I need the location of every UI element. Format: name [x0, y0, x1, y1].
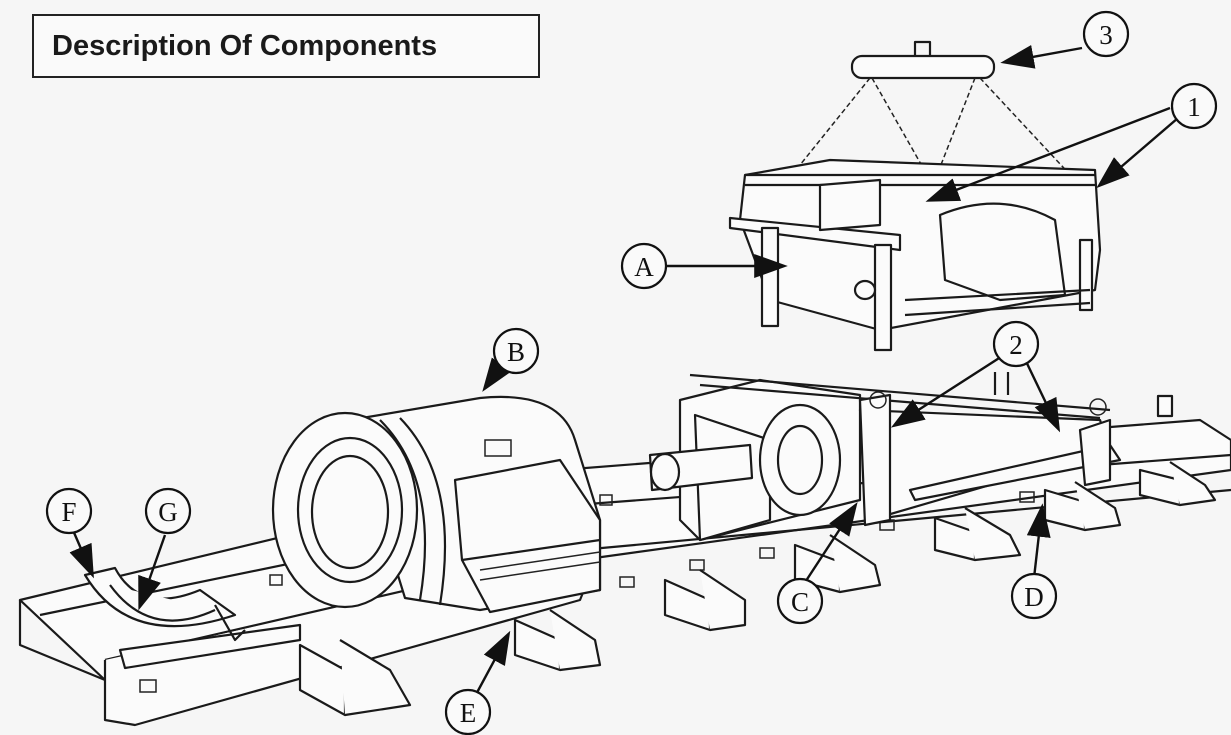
callout-c: C	[776, 577, 824, 625]
callout-e: E	[444, 688, 492, 735]
callout-2: 2	[992, 320, 1040, 368]
callout-b-label: B	[507, 337, 525, 367]
callout-1: 1	[1170, 82, 1218, 130]
lifting-unit-a	[728, 40, 1102, 352]
callout-c-label: C	[791, 587, 809, 617]
callout-1-label: 1	[1187, 92, 1201, 122]
page-title: Description Of Components	[52, 29, 438, 62]
callout-b: B	[492, 327, 540, 375]
callout-f-label: F	[61, 497, 76, 527]
callout-3: 3	[1082, 10, 1130, 58]
title-box: Description Of Components	[32, 14, 540, 78]
cradle-fg	[83, 566, 302, 670]
stand-frame-cd	[648, 372, 1174, 542]
callout-d-label: D	[1024, 582, 1044, 612]
callout-g-label: G	[158, 497, 178, 527]
callout-g: G	[144, 487, 192, 535]
callout-a: A	[620, 242, 668, 290]
callout-e-label: E	[460, 698, 477, 728]
leader-arrows	[69, 45, 1179, 701]
callout-d: D	[1010, 572, 1058, 620]
callout-a-label: A	[634, 252, 654, 282]
callout-2-label: 2	[1009, 330, 1023, 360]
callout-f: F	[45, 487, 93, 535]
callout-3-label: 3	[1099, 20, 1113, 50]
motor-b	[271, 395, 602, 614]
